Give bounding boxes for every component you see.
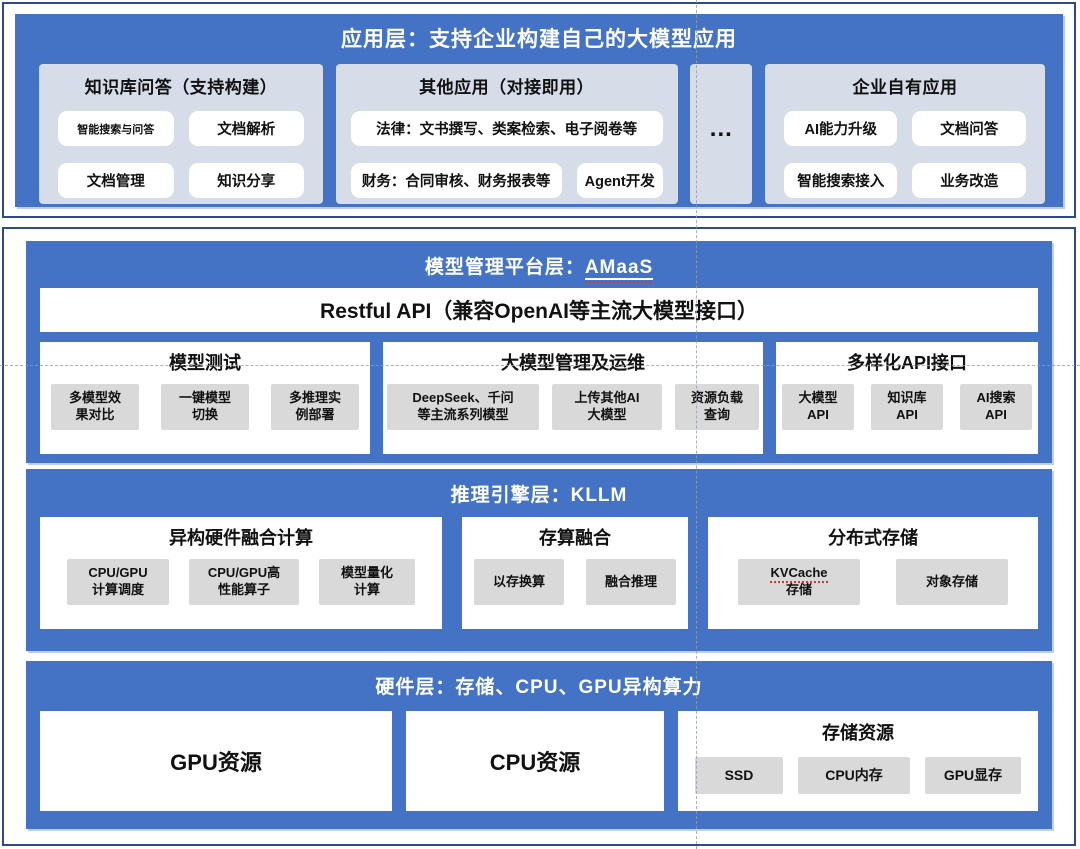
chip-ai-upgrade: AI能力升级: [783, 111, 898, 146]
chip-model-quantization: 模型量化 计算: [319, 559, 415, 605]
chip-grid: AI能力升级 文档问答 智能搜索接入 业务改造: [783, 111, 1026, 198]
amaas-layer-title: 模型管理平台层：AMaaS: [26, 241, 1052, 280]
chip-agent-dev: Agent开发: [576, 163, 663, 198]
storage-resources-box: 存储资源 SSD CPU内存 GPU显存: [678, 711, 1038, 811]
chip-row: SSD CPU内存 GPU显存: [678, 757, 1038, 794]
chip-storage-for-compute: 以存换算: [474, 559, 564, 605]
chip-kb-api: 知识库 API: [871, 384, 943, 430]
chip-object-storage: 对象存储: [896, 559, 1008, 605]
amaas-title-prefix: 模型管理平台层：: [424, 257, 585, 278]
panel-enterprise-apps: 企业自有应用 AI能力升级 文档问答 智能搜索接入 业务改造: [764, 64, 1045, 204]
chip-resource-load-query: 资源负载 查询: [675, 384, 759, 430]
ellipsis-text: ...: [709, 115, 733, 142]
chip-business-transform: 业务改造: [912, 163, 1026, 198]
model-management-platform-layer: 模型管理平台层：AMaaS Restful API（兼容OpenAI等主流大模型…: [26, 241, 1052, 463]
hardware-layer: 硬件层：存储、CPU、GPU异构算力 GPU资源 CPU资源 存储资源 SSD …: [26, 661, 1052, 829]
amaas-sections-row: 模型测试 多模型效 果对比 一键模型 切换 多推理实 例部署 大模型管理及运维 …: [40, 342, 1038, 454]
chip-row: DeepSeek、千问 等主流系列模型 上传其他AI 大模型 资源负载 查询: [383, 384, 763, 430]
chip-cpu-memory: CPU内存: [798, 757, 910, 794]
panel-ellipsis: ...: [690, 64, 753, 204]
storage-resources-title: 存储资源: [822, 723, 894, 743]
chip-one-click-switch: 一键模型 切换: [161, 384, 249, 430]
chip-row: 多模型效 果对比 一键模型 切换 多推理实 例部署: [40, 384, 370, 430]
application-layer: 应用层：支持企业构建自己的大模型应用 知识库问答（支持构建） 智能搜索与问答 文…: [15, 14, 1063, 207]
chip-stack: 法律：文书撰写、类案检索、电子阅卷等 财务：合同审核、财务报表等 Agent开发: [350, 111, 663, 198]
chip-doc-management: 文档管理: [58, 163, 174, 198]
chip-finance-apps: 财务：合同审核、财务报表等: [350, 163, 562, 198]
chip-row: CPU/GPU 计算调度 CPU/GPU高 性能算子 模型量化 计算: [40, 559, 442, 605]
section-title: 多样化API接口: [846, 353, 967, 373]
section-title: 分布式存储: [828, 528, 918, 548]
hardware-layer-title: 硬件层：存储、CPU、GPU异构算力: [375, 677, 703, 698]
chip-mainstream-models: DeepSeek、千问 等主流系列模型: [387, 384, 539, 430]
kvcache-label: KVCache: [770, 565, 828, 583]
section-title: 大模型管理及运维: [501, 353, 645, 373]
kvcache-storage-label: 存储: [785, 582, 812, 597]
kllm-sections-row: 异构硬件融合计算 CPU/GPU 计算调度 CPU/GPU高 性能算子 模型量化…: [40, 517, 1038, 629]
application-panels-row: 知识库问答（支持构建） 智能搜索与问答 文档解析 文档管理 知识分享 其他应用（…: [39, 64, 1045, 204]
section-api-interfaces: 多样化API接口 大模型 API 知识库 API AI搜索 API: [776, 342, 1038, 454]
section-model-testing: 模型测试 多模型效 果对比 一键模型 切换 多推理实 例部署: [40, 342, 370, 454]
hardware-boxes-row: GPU资源 CPU资源 存储资源 SSD CPU内存 GPU显存: [40, 711, 1038, 811]
chip-high-perf-operators: CPU/GPU高 性能算子: [189, 559, 299, 605]
chip-row: 以存换算 融合推理: [462, 559, 688, 605]
restful-api-bar: Restful API（兼容OpenAI等主流大模型接口）: [40, 288, 1038, 332]
chip-doc-parsing: 文档解析: [188, 111, 304, 146]
panel-title: 其他应用（对接即用）: [419, 78, 595, 97]
panel-title: 知识库问答（支持构建）: [84, 78, 278, 97]
section-storage-compute-fusion: 存算融合 以存换算 融合推理: [462, 517, 688, 629]
section-title: 异构硬件融合计算: [169, 528, 313, 548]
chip-knowledge-sharing: 知识分享: [188, 163, 304, 198]
chip-row: 大模型 API 知识库 API AI搜索 API: [776, 384, 1038, 430]
amaas-title-name: AMaaS: [584, 257, 654, 280]
chip-legal-apps: 法律：文书撰写、类案检索、电子阅卷等: [350, 111, 663, 146]
chip-upload-other-models: 上传其他AI 大模型: [552, 384, 662, 430]
chip-grid: 智能搜索与问答 文档解析 文档管理 知识分享: [58, 111, 304, 198]
chip-smart-search-access: 智能搜索接入: [783, 163, 898, 198]
panel-knowledge-base-qa: 知识库问答（支持构建） 智能搜索与问答 文档解析 文档管理 知识分享: [39, 64, 323, 204]
section-title: 存算融合: [539, 528, 611, 548]
platform-stack-frame: 模型管理平台层：AMaaS Restful API（兼容OpenAI等主流大模型…: [2, 227, 1076, 846]
chip-ai-search-api: AI搜索 API: [960, 384, 1032, 430]
section-heterogeneous-compute: 异构硬件融合计算 CPU/GPU 计算调度 CPU/GPU高 性能算子 模型量化…: [40, 517, 442, 629]
section-model-ops: 大模型管理及运维 DeepSeek、千问 等主流系列模型 上传其他AI 大模型 …: [383, 342, 763, 454]
kllm-layer-title: 推理引擎层：KLLM: [450, 485, 628, 506]
chip-smart-search-qa: 智能搜索与问答: [58, 111, 174, 146]
section-title: 模型测试: [169, 353, 241, 373]
chip-multi-instance-deploy: 多推理实 例部署: [271, 384, 359, 430]
chip-llm-api: 大模型 API: [782, 384, 854, 430]
panel-other-apps: 其他应用（对接即用） 法律：文书撰写、类案检索、电子阅卷等 财务：合同审核、财务…: [335, 64, 678, 204]
cpu-resources-box: CPU资源: [406, 711, 664, 811]
chip-fusion-inference: 融合推理: [586, 559, 676, 605]
panel-title: 企业自有应用: [852, 78, 958, 97]
application-layer-title: 应用层：支持企业构建自己的大模型应用: [341, 28, 737, 51]
chip-cpu-gpu-scheduling: CPU/GPU 计算调度: [67, 559, 169, 605]
chip-multi-model-compare: 多模型效 果对比: [51, 384, 139, 430]
gpu-resources-box: GPU资源: [40, 711, 392, 811]
inference-engine-layer: 推理引擎层：KLLM 异构硬件融合计算 CPU/GPU 计算调度 CPU/GPU…: [26, 469, 1052, 651]
chip-row: 财务：合同审核、财务报表等 Agent开发: [350, 163, 663, 198]
application-layer-frame: 应用层：支持企业构建自己的大模型应用 知识库问答（支持构建） 智能搜索与问答 文…: [2, 2, 1076, 218]
chip-gpu-vram: GPU显存: [925, 757, 1021, 794]
chip-doc-qa: 文档问答: [912, 111, 1026, 146]
chip-ssd: SSD: [695, 757, 783, 794]
